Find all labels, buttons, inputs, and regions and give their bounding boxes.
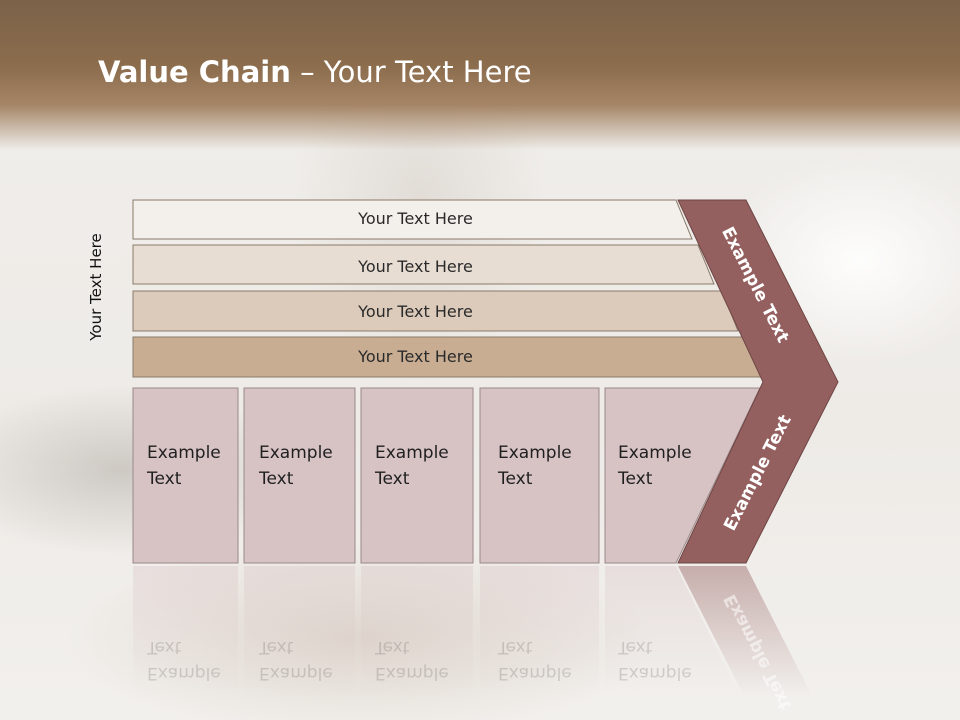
- box-1-label: Example Text: [147, 440, 221, 492]
- box-5-line1: Example: [618, 443, 692, 463]
- box-5-label: Example Text: [618, 440, 692, 492]
- box-3-line1: Example: [375, 443, 449, 463]
- box-5-refl-line1: Example: [618, 663, 692, 683]
- box-4[interactable]: [479, 387, 600, 564]
- header-band: [0, 0, 960, 150]
- box-2-line1: Example: [259, 443, 333, 463]
- box-5-reflection: [605, 566, 740, 696]
- bar-2[interactable]: [132, 244, 715, 285]
- box-1-label-reflection: Example Text: [147, 634, 221, 686]
- box-4-refl-line1: Example: [498, 663, 572, 683]
- box-1-line1: Example: [147, 443, 221, 463]
- box-3-refl-line2: Text: [375, 637, 410, 657]
- box-1-line2: Text: [147, 469, 182, 489]
- box-5-label-reflection: Example Text: [618, 634, 692, 686]
- box-2-reflection: [244, 566, 355, 696]
- box-3-reflection: [361, 566, 473, 696]
- bar-3-label: Your Text Here: [358, 302, 473, 321]
- box-2-refl-line1: Example: [259, 663, 333, 683]
- box-1-refl-line1: Example: [147, 663, 221, 683]
- box-4-label: Example Text: [498, 440, 572, 492]
- box-1-reflection: [133, 566, 238, 696]
- box-2-refl-line2: Text: [259, 637, 294, 657]
- box-2-label-reflection: Example Text: [259, 634, 333, 686]
- bar-4-label: Your Text Here: [358, 347, 473, 366]
- box-2-label: Example Text: [259, 440, 333, 492]
- chevron-reflection: [678, 566, 812, 696]
- bar-3[interactable]: [132, 290, 739, 332]
- box-3-refl-line1: Example: [375, 663, 449, 683]
- box-3-label-reflection: Example Text: [375, 634, 449, 686]
- box-4-refl-line2: Text: [498, 637, 533, 657]
- box-3-label: Example Text: [375, 440, 449, 492]
- box-4-label-reflection: Example Text: [498, 634, 572, 686]
- box-1-refl-line2: Text: [147, 637, 182, 657]
- title-bold: Value Chain: [98, 55, 291, 89]
- box-1[interactable]: [132, 387, 239, 564]
- bar-1[interactable]: [132, 199, 693, 240]
- box-4-line2: Text: [498, 469, 533, 489]
- box-3[interactable]: [360, 387, 474, 564]
- box-3-line2: Text: [375, 469, 410, 489]
- box-2-line2: Text: [259, 469, 294, 489]
- slide-title[interactable]: Value Chain – Your Text Here: [98, 55, 532, 89]
- bar-1-label: Your Text Here: [358, 209, 473, 228]
- title-rest: – Your Text Here: [290, 55, 532, 89]
- box-5[interactable]: [604, 387, 761, 564]
- box-4-line1: Example: [498, 443, 572, 463]
- chevron-arrow[interactable]: [677, 199, 839, 564]
- box-5-refl-line2: Text: [618, 637, 653, 657]
- box-2[interactable]: [243, 387, 356, 564]
- box-5-line2: Text: [618, 469, 653, 489]
- bar-2-label: Your Text Here: [358, 257, 473, 276]
- box-4-reflection: [480, 566, 599, 696]
